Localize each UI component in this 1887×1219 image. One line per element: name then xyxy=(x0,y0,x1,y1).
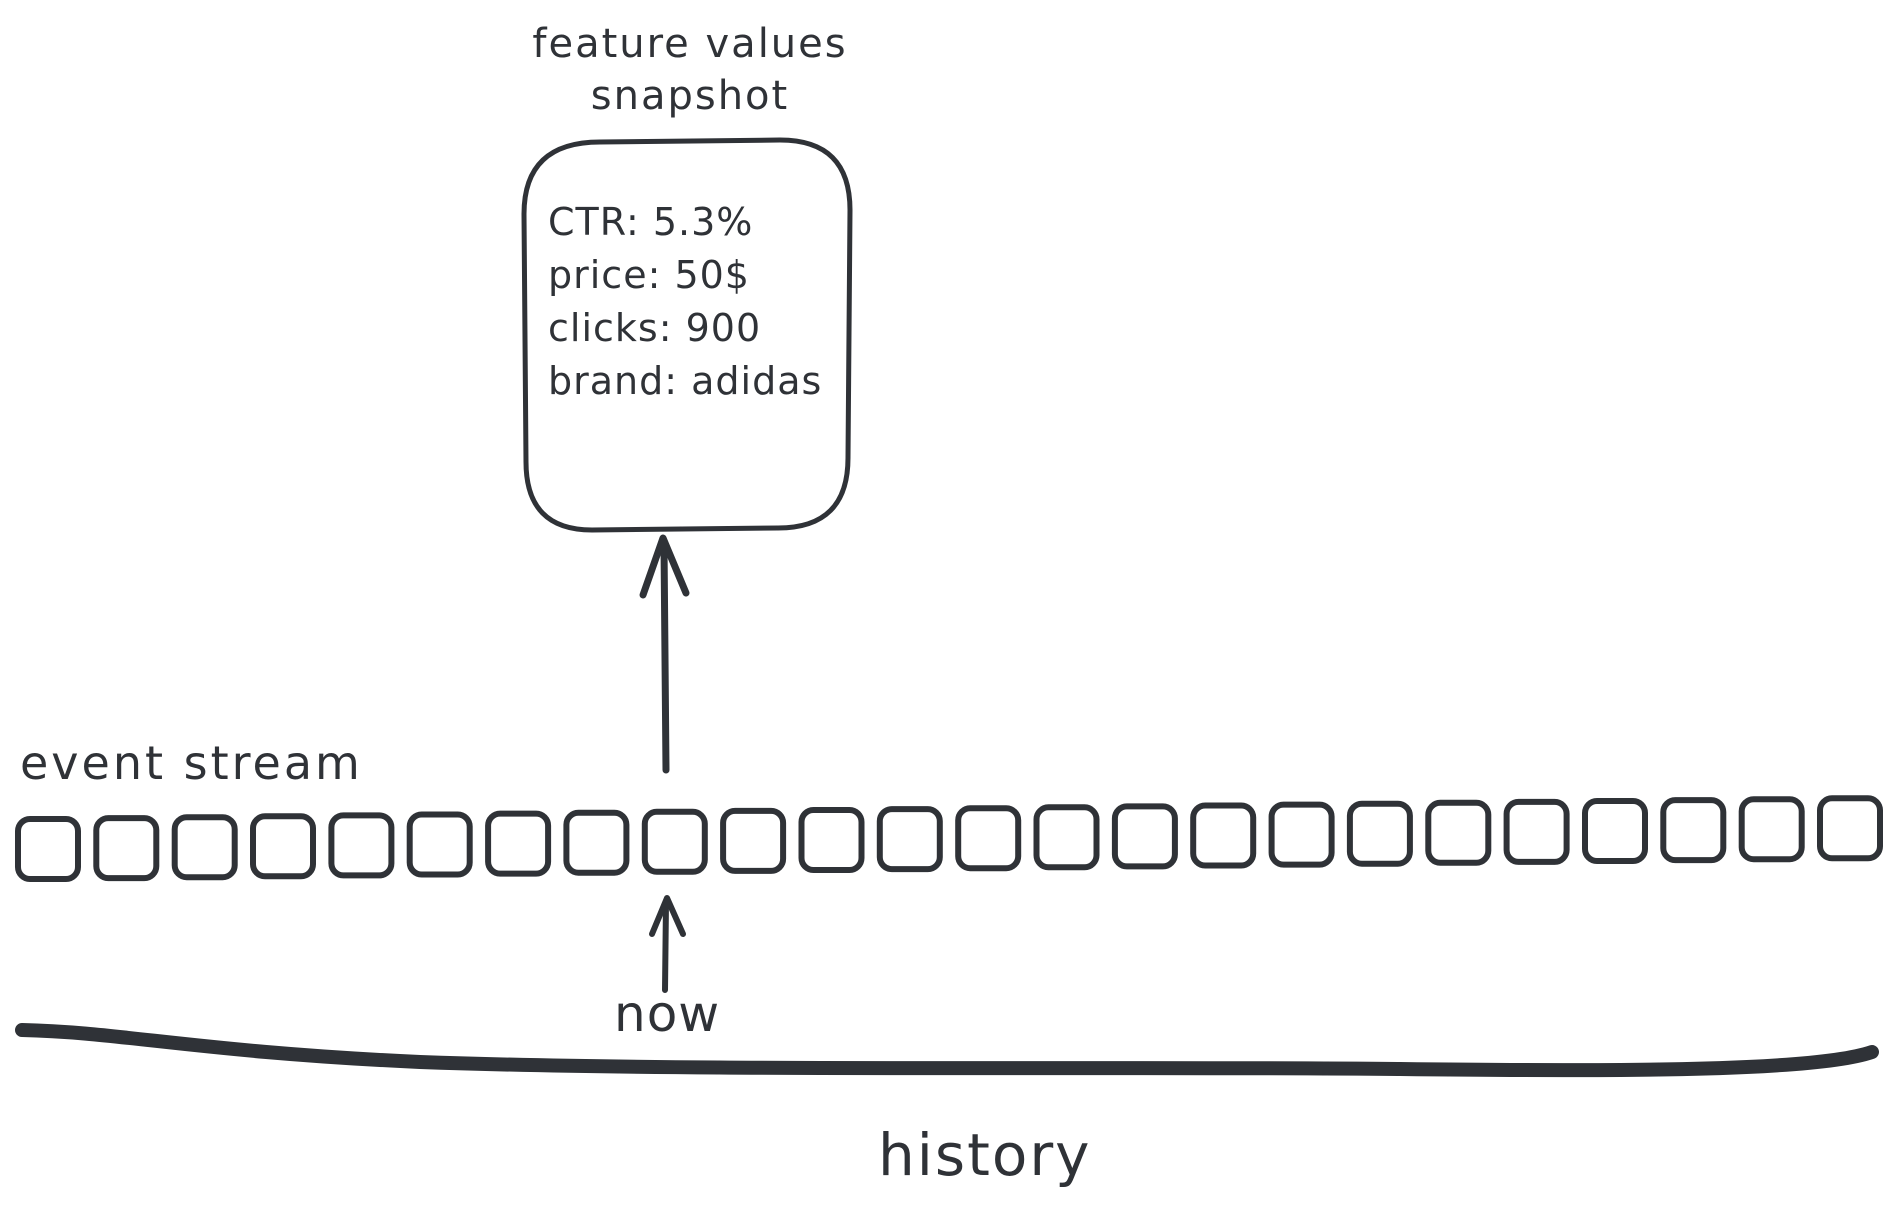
event-square xyxy=(1190,802,1257,869)
event-square xyxy=(1346,800,1413,867)
event-square xyxy=(1582,798,1648,864)
event-square xyxy=(250,813,316,880)
feature-price: price: 50$ xyxy=(548,253,750,297)
event-square xyxy=(328,812,395,879)
event-square xyxy=(720,807,787,874)
feature-brand: brand: adidas xyxy=(548,359,823,403)
event-square xyxy=(406,811,473,878)
event-square xyxy=(1033,804,1100,871)
feature-clicks: clicks: 900 xyxy=(548,306,762,350)
history-label: history xyxy=(878,1121,1092,1189)
event-square xyxy=(798,807,865,873)
event-square xyxy=(641,808,708,875)
arrow-to-snapshot xyxy=(639,534,690,774)
event-stream xyxy=(15,795,1883,882)
event-square xyxy=(485,810,552,877)
event-square xyxy=(1425,799,1492,866)
event-square xyxy=(1268,801,1335,868)
now-arrow xyxy=(649,895,686,993)
event-square xyxy=(93,815,160,882)
snapshot-title-line1: feature values xyxy=(532,21,848,67)
now-label: now xyxy=(614,985,721,1043)
event-square xyxy=(15,816,81,882)
event-square xyxy=(1111,803,1178,870)
event-square xyxy=(1660,797,1727,864)
feature-ctr: CTR: 5.3% xyxy=(548,200,754,244)
history-timeline xyxy=(15,1023,1879,1078)
event-square xyxy=(563,809,630,876)
snapshot-box xyxy=(521,137,853,533)
event-square xyxy=(876,806,943,873)
event-square xyxy=(171,814,238,881)
event-square xyxy=(1738,796,1805,863)
event-square xyxy=(955,805,1022,872)
snapshot-title: feature values snapshot xyxy=(520,18,860,122)
event-square xyxy=(1817,795,1883,862)
event-stream-label: event stream xyxy=(20,736,363,790)
event-square xyxy=(1503,798,1570,865)
snapshot-title-line2: snapshot xyxy=(590,73,790,119)
snapshot-feature-list: CTR: 5.3% price: 50$ clicks: 900 brand: … xyxy=(548,196,822,408)
